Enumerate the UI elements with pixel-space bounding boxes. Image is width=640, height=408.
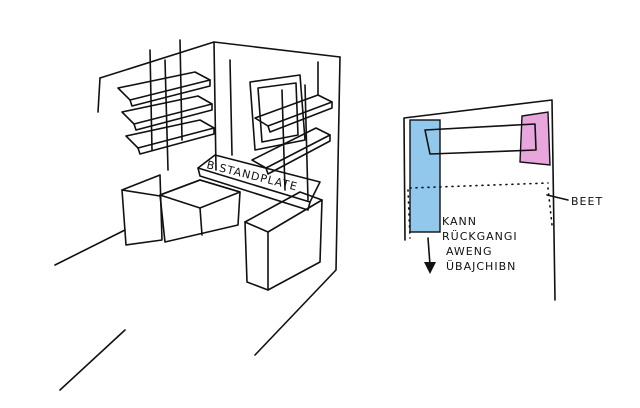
- left-box: [121, 174, 163, 246]
- plan-note-line-2: RÜCKGANGI: [442, 230, 518, 243]
- green-shelf-3: [125, 119, 215, 149]
- window: [249, 74, 306, 151]
- white-bar: [424, 123, 537, 155]
- blue-area: [409, 119, 441, 233]
- floor-plan: BEET KANN RÜCKGANGI AWENG ÜBAJCHIBN: [403, 99, 603, 301]
- magenta-block: [159, 179, 241, 243]
- label-beet: BEET: [571, 195, 603, 208]
- arrow-down-icon: [424, 237, 436, 274]
- plan-note-line-3: AWENG: [446, 245, 493, 258]
- green-shelves: [117, 39, 215, 171]
- right-box: [244, 191, 323, 291]
- room-walls: [54, 41, 341, 391]
- plan-note-line-4: ÜBAJCHIBN: [446, 260, 516, 273]
- orange-shelves: [251, 84, 333, 201]
- plan-note-line-1: KANN: [442, 215, 477, 228]
- orange-shelf-1: [254, 94, 333, 127]
